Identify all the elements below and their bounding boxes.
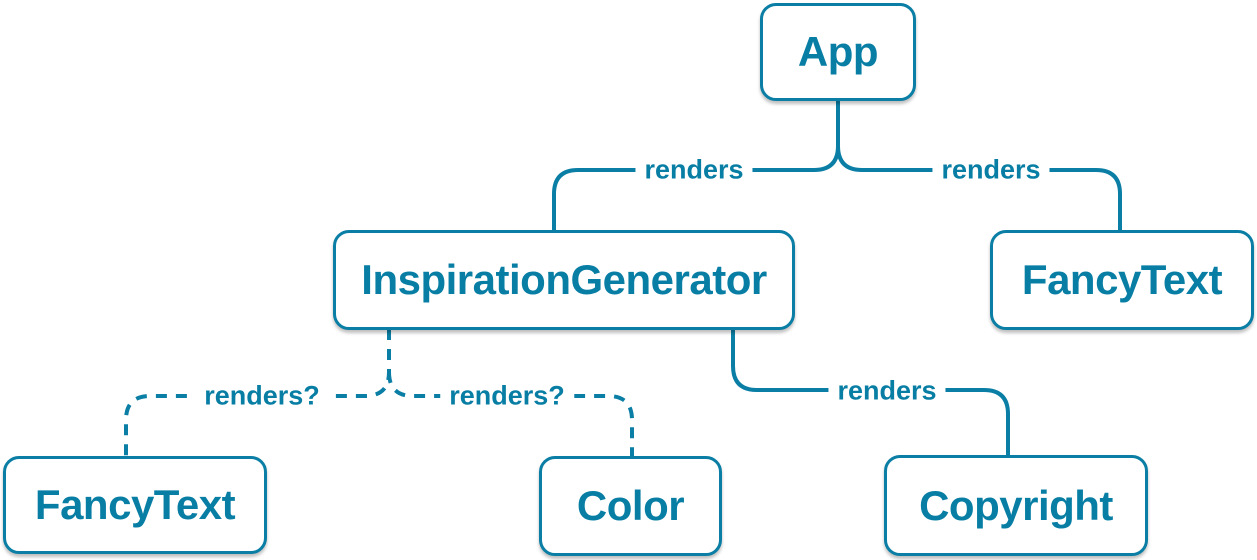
- node-app: App: [760, 3, 916, 101]
- edge-label-inspirationgenerator-color: renders?: [440, 380, 574, 412]
- node-fancy-text-bottom-label: FancyText: [34, 481, 236, 528]
- edge-label-app-inspirationgenerator: renders: [635, 154, 753, 186]
- node-copyright-label: Copyright: [919, 481, 1113, 529]
- edge-label-inspirationgenerator-copyright: renders: [828, 375, 946, 407]
- node-fancy-text-bottom: FancyText: [3, 456, 267, 554]
- edge-inspirationgenerator-color-dashed: [387, 371, 634, 457]
- node-color-label: Color: [576, 482, 685, 529]
- edge-label-inspirationgenerator-fancytext: renders?: [195, 380, 329, 412]
- node-inspiration-generator: InspirationGenerator: [333, 230, 795, 330]
- node-fancy-text-top-label: FancyText: [1021, 256, 1223, 303]
- edge-label-app-fancytext: renders: [932, 154, 1050, 186]
- node-color: Color: [539, 456, 722, 556]
- node-app-label: App: [797, 28, 879, 75]
- node-copyright: Copyright: [884, 455, 1148, 556]
- node-fancy-text-top: FancyText: [990, 230, 1254, 330]
- node-inspiration-generator-label: InspirationGenerator: [361, 256, 767, 303]
